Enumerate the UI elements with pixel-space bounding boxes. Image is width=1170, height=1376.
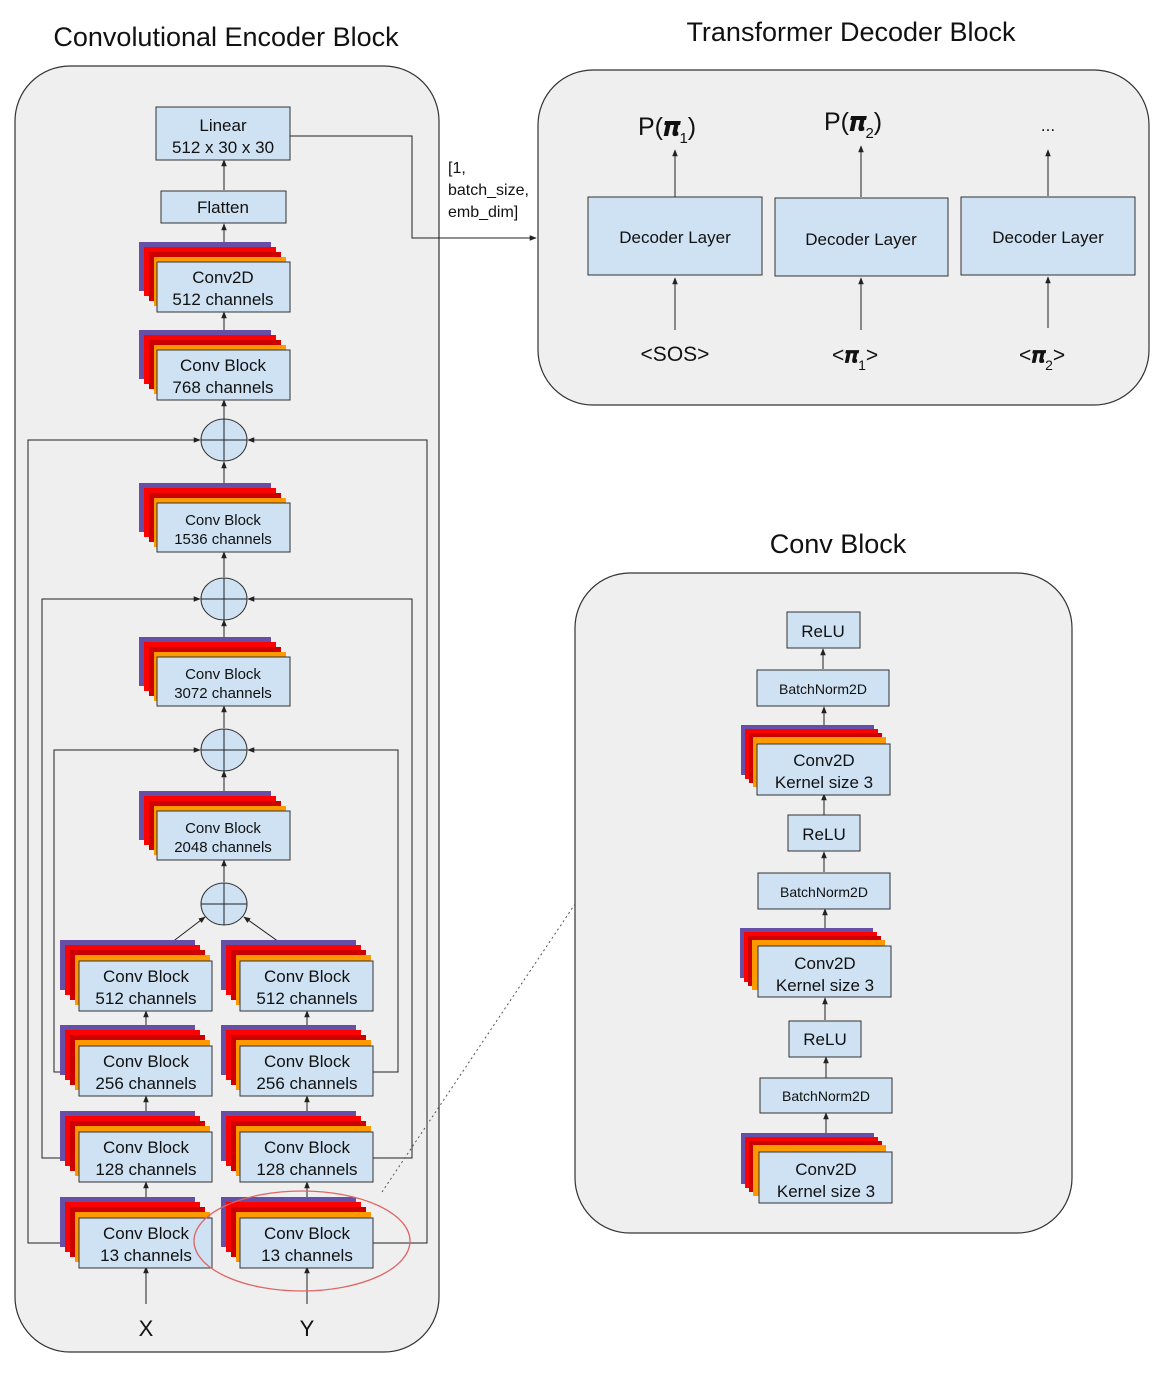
input-x-label: X <box>139 1316 154 1341</box>
conv-block-channels: 13 channels <box>100 1246 192 1265</box>
svg-text:Conv2D: Conv2D <box>794 954 855 973</box>
svg-text:Kernel size 3: Kernel size 3 <box>776 976 874 995</box>
conv-block-channels: 256 channels <box>256 1074 357 1093</box>
decoder-layer-1: Decoder Layer <box>587 196 763 276</box>
decoder-layer-3: Decoder Layer <box>960 196 1136 276</box>
conv-block-channels: 256 channels <box>95 1074 196 1093</box>
conv-block-label: Conv Block <box>103 1224 189 1243</box>
decoder-layer-label: Decoder Layer <box>992 228 1104 247</box>
conv-block-label: Conv Block <box>185 820 261 837</box>
conv-block-label: Conv Block <box>264 967 350 986</box>
conv-block-channels: 768 channels <box>172 378 273 397</box>
decoder-output-2: P(𝝅2) <box>824 107 882 142</box>
conv-block-detail-connections <box>820 648 829 1134</box>
decoder-output-3: ... <box>1041 116 1055 135</box>
detail-relu-bottom: ReLU <box>788 1020 862 1058</box>
decoder-output-1: P(𝝅1) <box>638 112 696 147</box>
decoder-layer-2: Decoder Layer <box>774 197 949 277</box>
conv-block-channels: 512 channels <box>256 989 357 1008</box>
detail-relu-mid: ReLU <box>787 814 861 852</box>
linear-shape: 512 x 30 x 30 <box>172 138 274 157</box>
conv2d-label: Conv2D <box>192 268 253 287</box>
conv-block-channels: 13 channels <box>261 1246 353 1265</box>
sum-node <box>200 882 248 926</box>
conv-block-channels: 3072 channels <box>174 685 272 702</box>
right-conv-block-13-stack: Conv Block 13 channels <box>221 1197 374 1269</box>
input-y-label: Y <box>300 1316 315 1341</box>
svg-text:BatchNorm2D: BatchNorm2D <box>782 1088 870 1104</box>
conv-block-label: Conv Block <box>185 512 261 529</box>
encoder-title: Convolutional Encoder Block <box>53 22 399 52</box>
sum-node <box>200 728 248 772</box>
left-conv-block-13-stack: Conv Block 13 channels <box>60 1197 213 1269</box>
conv-block-3072-stack: Conv Block 3072 channels <box>139 637 291 707</box>
svg-text:emb_dim]: emb_dim] <box>448 204 518 221</box>
svg-text:Kernel size 3: Kernel size 3 <box>775 773 873 792</box>
conv-block-768-stack: Conv Block 768 channels <box>139 330 291 401</box>
left-conv-block-512-stack: Conv Block 512 channels <box>60 940 213 1012</box>
conv-block-label: Conv Block <box>264 1224 350 1243</box>
decoder-layer-label: Decoder Layer <box>619 228 731 247</box>
highlight-ellipse <box>193 1190 411 1292</box>
sum-node <box>200 418 248 462</box>
detail-batchnorm-mid: BatchNorm2D <box>757 872 891 910</box>
detail-conv2d-mid-stack: Conv2D Kernel size 3 <box>740 928 892 998</box>
conv-block-label: Conv Block <box>264 1138 350 1157</box>
detail-conv2d-bottom-stack: Conv2D Kernel size 3 <box>741 1133 893 1204</box>
decoder-input-3: <𝝅2> <box>1019 342 1065 373</box>
conv-block-label: Conv Block <box>103 967 189 986</box>
right-conv-block-256-stack: Conv Block 256 channels <box>221 1025 374 1097</box>
svg-text:Conv2D: Conv2D <box>793 751 854 770</box>
conv-block-channels: 1536 channels <box>174 531 272 548</box>
conv-block-label: Conv Block <box>103 1052 189 1071</box>
svg-text:BatchNorm2D: BatchNorm2D <box>779 681 867 697</box>
conv-block-1536-stack: Conv Block 1536 channels <box>139 483 291 553</box>
svg-text:[1,: [1, <box>448 160 466 177</box>
detail-batchnorm-bottom: BatchNorm2D <box>759 1077 893 1114</box>
detail-batchnorm-top: BatchNorm2D <box>756 669 890 707</box>
conv2d-channels: 512 channels <box>172 290 273 309</box>
detail-relu-top: ReLU <box>786 611 861 649</box>
svg-text:batch_size,: batch_size, <box>448 182 529 199</box>
svg-text:ReLU: ReLU <box>802 825 845 844</box>
conv-block-channels: 128 channels <box>256 1160 357 1179</box>
conv-block-channels: 128 channels <box>95 1160 196 1179</box>
conv-block-label: Conv Block <box>264 1052 350 1071</box>
detail-conv2d-top-stack: Conv2D Kernel size 3 <box>741 725 891 796</box>
sum-node <box>200 577 248 621</box>
conv-block-channels: 512 channels <box>95 989 196 1008</box>
right-conv-block-128-stack: Conv Block 128 channels <box>221 1111 374 1183</box>
flatten-layer: Flatten <box>160 190 287 224</box>
right-conv-block-512-stack: Conv Block 512 channels <box>221 940 374 1012</box>
conv-block-channels: 2048 channels <box>174 839 272 856</box>
conv-block-label: Conv Block <box>180 356 266 375</box>
linear-layer: Linear 512 x 30 x 30 <box>155 106 291 161</box>
decoder-connections <box>672 145 1051 330</box>
decoder-input-2: <𝝅1> <box>832 342 878 373</box>
linear-label: Linear <box>199 116 247 135</box>
svg-text:Conv2D: Conv2D <box>795 1160 856 1179</box>
conv-block-2048-stack: Conv Block 2048 channels <box>139 791 291 861</box>
conv-block-label: Conv Block <box>185 666 261 683</box>
left-conv-block-256-stack: Conv Block 256 channels <box>60 1025 213 1097</box>
decoder-input-1: <SOS> <box>641 343 710 366</box>
flatten-label: Flatten <box>197 198 249 217</box>
conv2d-512-stack: Conv2D 512 channels <box>139 242 291 313</box>
decoder-title: Transformer Decoder Block <box>686 17 1016 47</box>
memory-shape-label: [1, batch_size, emb_dim] <box>448 160 529 221</box>
svg-text:ReLU: ReLU <box>803 1030 846 1049</box>
svg-text:BatchNorm2D: BatchNorm2D <box>780 884 868 900</box>
svg-text:ReLU: ReLU <box>801 622 844 641</box>
conv-block-label: Conv Block <box>103 1138 189 1157</box>
left-conv-block-128-stack: Conv Block 128 channels <box>60 1111 213 1183</box>
conv-block-title: Conv Block <box>770 529 907 559</box>
decoder-layer-label: Decoder Layer <box>805 230 917 249</box>
svg-text:Kernel size 3: Kernel size 3 <box>777 1182 875 1201</box>
